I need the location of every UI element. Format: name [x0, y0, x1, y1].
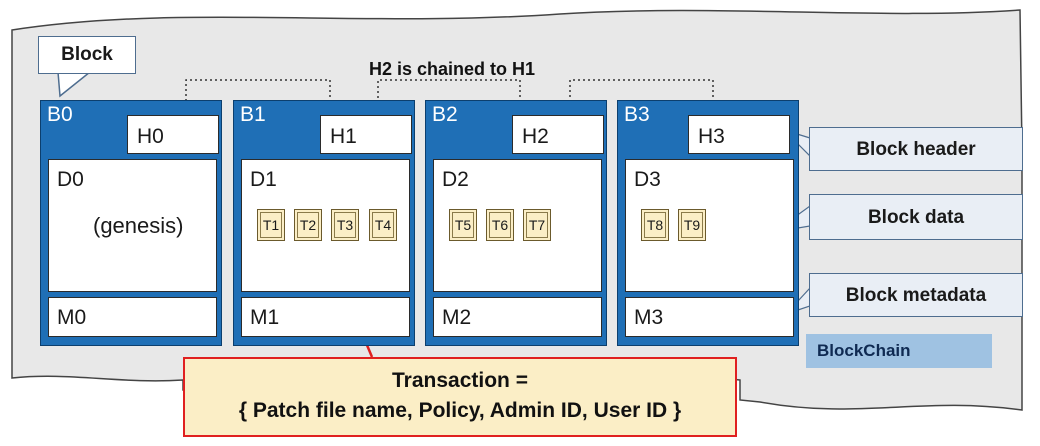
transaction-box: T8 [641, 209, 669, 241]
transaction-box: T4 [369, 209, 397, 241]
transaction-box: T1 [257, 209, 285, 241]
block-data-box: D3 T8 T9 [625, 159, 794, 292]
chain-connector-h2-h1 [377, 79, 521, 112]
block-b0: B0 H0 D0 (genesis) M0 [40, 100, 222, 346]
block-header-box: H1 [320, 115, 412, 154]
transaction-callout: Transaction = { Patch file name, Policy,… [183, 357, 737, 437]
transaction-box: T2 [294, 209, 322, 241]
block-data-box: D2 T5 T6 T7 [433, 159, 602, 292]
block-id: B3 [624, 103, 650, 126]
block-metadata-callout: Block metadata [809, 273, 1023, 317]
transaction-box: T7 [523, 209, 551, 241]
block-metadata-callout-label: Block metadata [845, 285, 987, 306]
block-b3: B3 H3 D3 T8 T9 M3 [617, 100, 799, 346]
block-data-callout: Block data [809, 194, 1023, 240]
chain-connectors [185, 79, 714, 112]
block-data-label: D3 [634, 168, 661, 191]
transaction-title: Transaction = [392, 369, 528, 392]
block-callout: Block [38, 36, 136, 74]
transaction-box: T3 [331, 209, 359, 241]
block-b1: B1 H1 D1 T1 T2 T3 T4 M1 [233, 100, 415, 346]
chain-connector-h3-h2 [569, 79, 714, 112]
block-id: B2 [432, 103, 458, 126]
transaction-box: T5 [449, 209, 477, 241]
block-data-box: D0 (genesis) [48, 159, 217, 292]
block-metadata-box: M3 [625, 297, 794, 337]
block-header-callout-label: Block header [856, 139, 976, 160]
block-id: B1 [240, 103, 266, 126]
block-b2: B2 H2 D2 T5 T6 T7 M2 [425, 100, 607, 346]
block-data-callout-label: Block data [867, 207, 965, 228]
blockchain-label: BlockChain [806, 334, 992, 368]
block-data-label: D1 [250, 168, 277, 191]
block-data-label: D2 [442, 168, 469, 191]
chain-note: H2 is chained to H1 [369, 59, 536, 79]
block-header-box: H3 [688, 115, 790, 154]
block-header-callout: Block header [809, 127, 1023, 171]
transaction-fields: { Patch file name, Policy, Admin ID, Use… [238, 399, 682, 422]
transaction-box: T9 [678, 209, 706, 241]
genesis-label: (genesis) [93, 213, 184, 238]
block-callout-label: Block [61, 44, 113, 65]
chain-connector-h1-h0 [185, 79, 331, 112]
block-metadata-box: M0 [48, 297, 217, 337]
block-metadata-box: M1 [241, 297, 410, 337]
block-header-box: H2 [512, 115, 604, 154]
block-data-box: D1 T1 T2 T3 T4 [241, 159, 410, 292]
block-metadata-box: M2 [433, 297, 602, 337]
block-data-label: D0 [57, 168, 84, 191]
block-id: B0 [47, 103, 73, 126]
transaction-box: T6 [486, 209, 514, 241]
block-header-box: H0 [127, 115, 219, 154]
